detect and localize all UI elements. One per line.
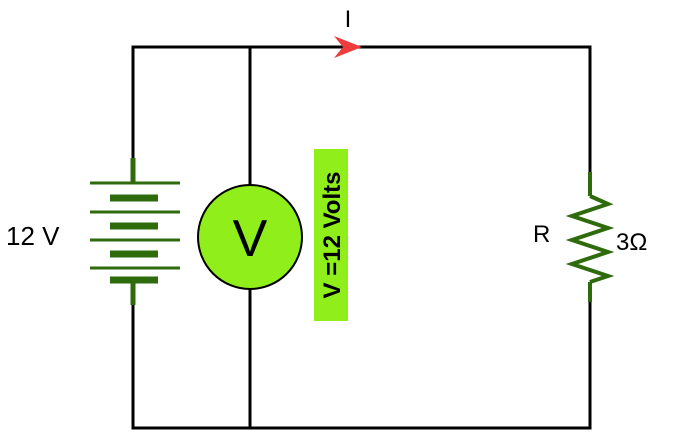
resistor-zigzag [565,194,615,284]
resistor-symbol [565,172,615,302]
current-label: I [345,6,352,33]
voltage-reading-background [314,149,348,321]
voltmeter: V [197,184,303,290]
voltmeter-circle [197,184,303,290]
voltage-reading-text: V =12 Volts [319,172,346,299]
battery-symbol [90,158,180,305]
resistor-value: 3Ω [616,229,647,256]
voltmeter-symbol: V [233,210,268,268]
voltage-reading-badge: V =12 Volts [314,149,348,321]
battery-voltage-label: 12 V [6,221,60,251]
resistor-label: R [533,221,550,248]
current-direction-arrow [334,36,362,58]
